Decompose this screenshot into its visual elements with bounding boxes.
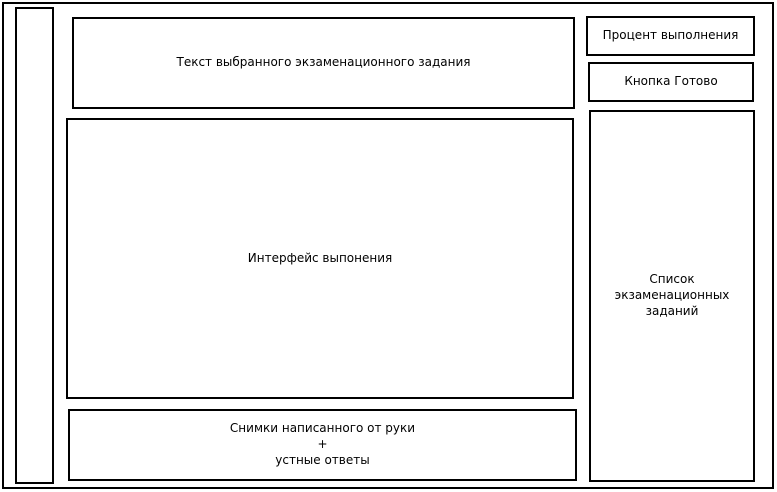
handwriting-snapshots-and-oral-answers-label: Снимки написанного от руки + устные отве… bbox=[229, 421, 416, 467]
done-button-label: Кнопка Готово bbox=[624, 74, 718, 89]
task-execution-interface-panel[interactable]: Интерфейс выпонения bbox=[66, 118, 574, 399]
left-sidebar-panel[interactable] bbox=[15, 7, 54, 484]
done-button[interactable]: Кнопка Готово bbox=[588, 62, 754, 102]
task-execution-interface-label: Интерфейс выпонения bbox=[247, 250, 393, 265]
selected-exam-task-text-panel: Текст выбранного экзаменационного задани… bbox=[72, 17, 575, 109]
exam-task-list-label: Список экзаменационных заданий bbox=[614, 272, 730, 318]
handwriting-snapshots-and-oral-answers-panel[interactable]: Снимки написанного от руки + устные отве… bbox=[68, 409, 577, 481]
exam-task-list-panel[interactable]: Список экзаменационных заданий bbox=[589, 110, 755, 482]
completion-percentage-label: Процент выполнения bbox=[602, 28, 739, 43]
selected-exam-task-text-label: Текст выбранного экзаменационного задани… bbox=[176, 55, 471, 70]
completion-percentage-panel: Процент выполнения bbox=[586, 16, 755, 56]
